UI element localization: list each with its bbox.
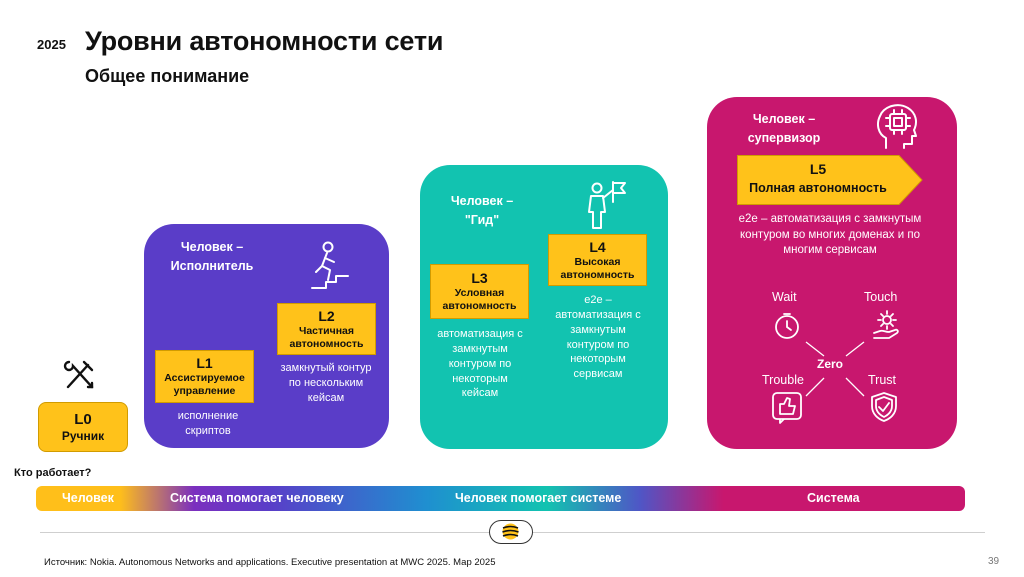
shield-check-icon [871, 392, 897, 422]
level-l3-code: L3 [471, 270, 488, 286]
timeline-question: Кто работает? [14, 467, 92, 479]
year-label: 2025 [37, 37, 66, 52]
role-guide: Человек – "Гид" [450, 194, 514, 227]
timeline-segment-system: Система [807, 491, 860, 505]
level-l4-desc: e2e – автоматизация с замкнутым контуром… [555, 294, 641, 381]
source-note: Источник: Nokia. Autonomous Networks and… [44, 557, 496, 568]
level-l5-code: L5 [809, 161, 827, 177]
level-l3-desc: автоматизация с замкнутым контуром по не… [437, 328, 523, 400]
zero-label-touch: Touch [864, 290, 898, 304]
stopwatch-icon [775, 313, 799, 339]
level-l3-name: Условная автономность [442, 286, 517, 312]
level-l2-name: Частичная автономность [289, 324, 364, 350]
timeline-segment-system-helps: Система помогает человеку [170, 491, 344, 505]
level-l0-card: L0 Ручник [38, 402, 128, 452]
beeline-logo-icon [489, 520, 533, 544]
level-l5-arrow-shape [737, 155, 923, 205]
level-l1-desc: исполнение скриптов [177, 410, 239, 437]
timeline-segment-human-helps: Человек помогает системе [455, 491, 622, 505]
role-supervisor: Человек – супервизор [747, 112, 821, 145]
level-l2-code: L2 [318, 308, 335, 324]
zero-touch-connectors [805, 341, 865, 397]
gear-hand-icon [873, 310, 899, 339]
person-flag-icon [588, 181, 626, 229]
role-executor: Человек – Исполнитель [170, 240, 254, 273]
timeline-segment-human: Человек [62, 491, 114, 505]
level-l4-name: Высокая автономность [560, 255, 635, 281]
level-l0-name: Ручник [61, 429, 105, 443]
level-l1-name: Ассистируемое управление [164, 371, 245, 397]
zero-label-trust: Trust [868, 373, 897, 387]
level-l5-card: L5 Полная автономность [737, 161, 899, 198]
level-l4-card: L4 Высокая автономность [548, 234, 647, 286]
zero-label-center: Zero [817, 357, 844, 371]
page-number: 39 [988, 556, 1000, 567]
tools-icon [63, 360, 94, 389]
slide-title: Уровни автономности сети [85, 26, 444, 56]
slide-subtitle: Общее понимание [85, 66, 250, 86]
level-l2-card: L2 Частичная автономность [277, 303, 376, 355]
level-l1-card: L1 Ассистируемое управление [155, 350, 254, 403]
level-l0-code: L0 [74, 411, 92, 428]
level-l2-desc: замкнутый контур по нескольким кейсам [280, 362, 372, 404]
thumbs-up-icon [772, 392, 802, 424]
zero-label-wait: Wait [772, 290, 797, 304]
zero-label-trouble: Trouble [762, 373, 804, 387]
level-l5-name: Полная автономность [749, 180, 887, 195]
level-l5-desc: e2e – автоматизация с замкнутым контуром… [738, 213, 922, 257]
level-l1-code: L1 [196, 355, 213, 371]
timeline-gradient-bar [36, 486, 965, 511]
stairs-walker-icon [311, 241, 349, 289]
level-l4-code: L4 [589, 239, 606, 255]
ai-head-icon [877, 104, 917, 149]
level-l3-card: L3 Условная автономность [430, 264, 529, 319]
